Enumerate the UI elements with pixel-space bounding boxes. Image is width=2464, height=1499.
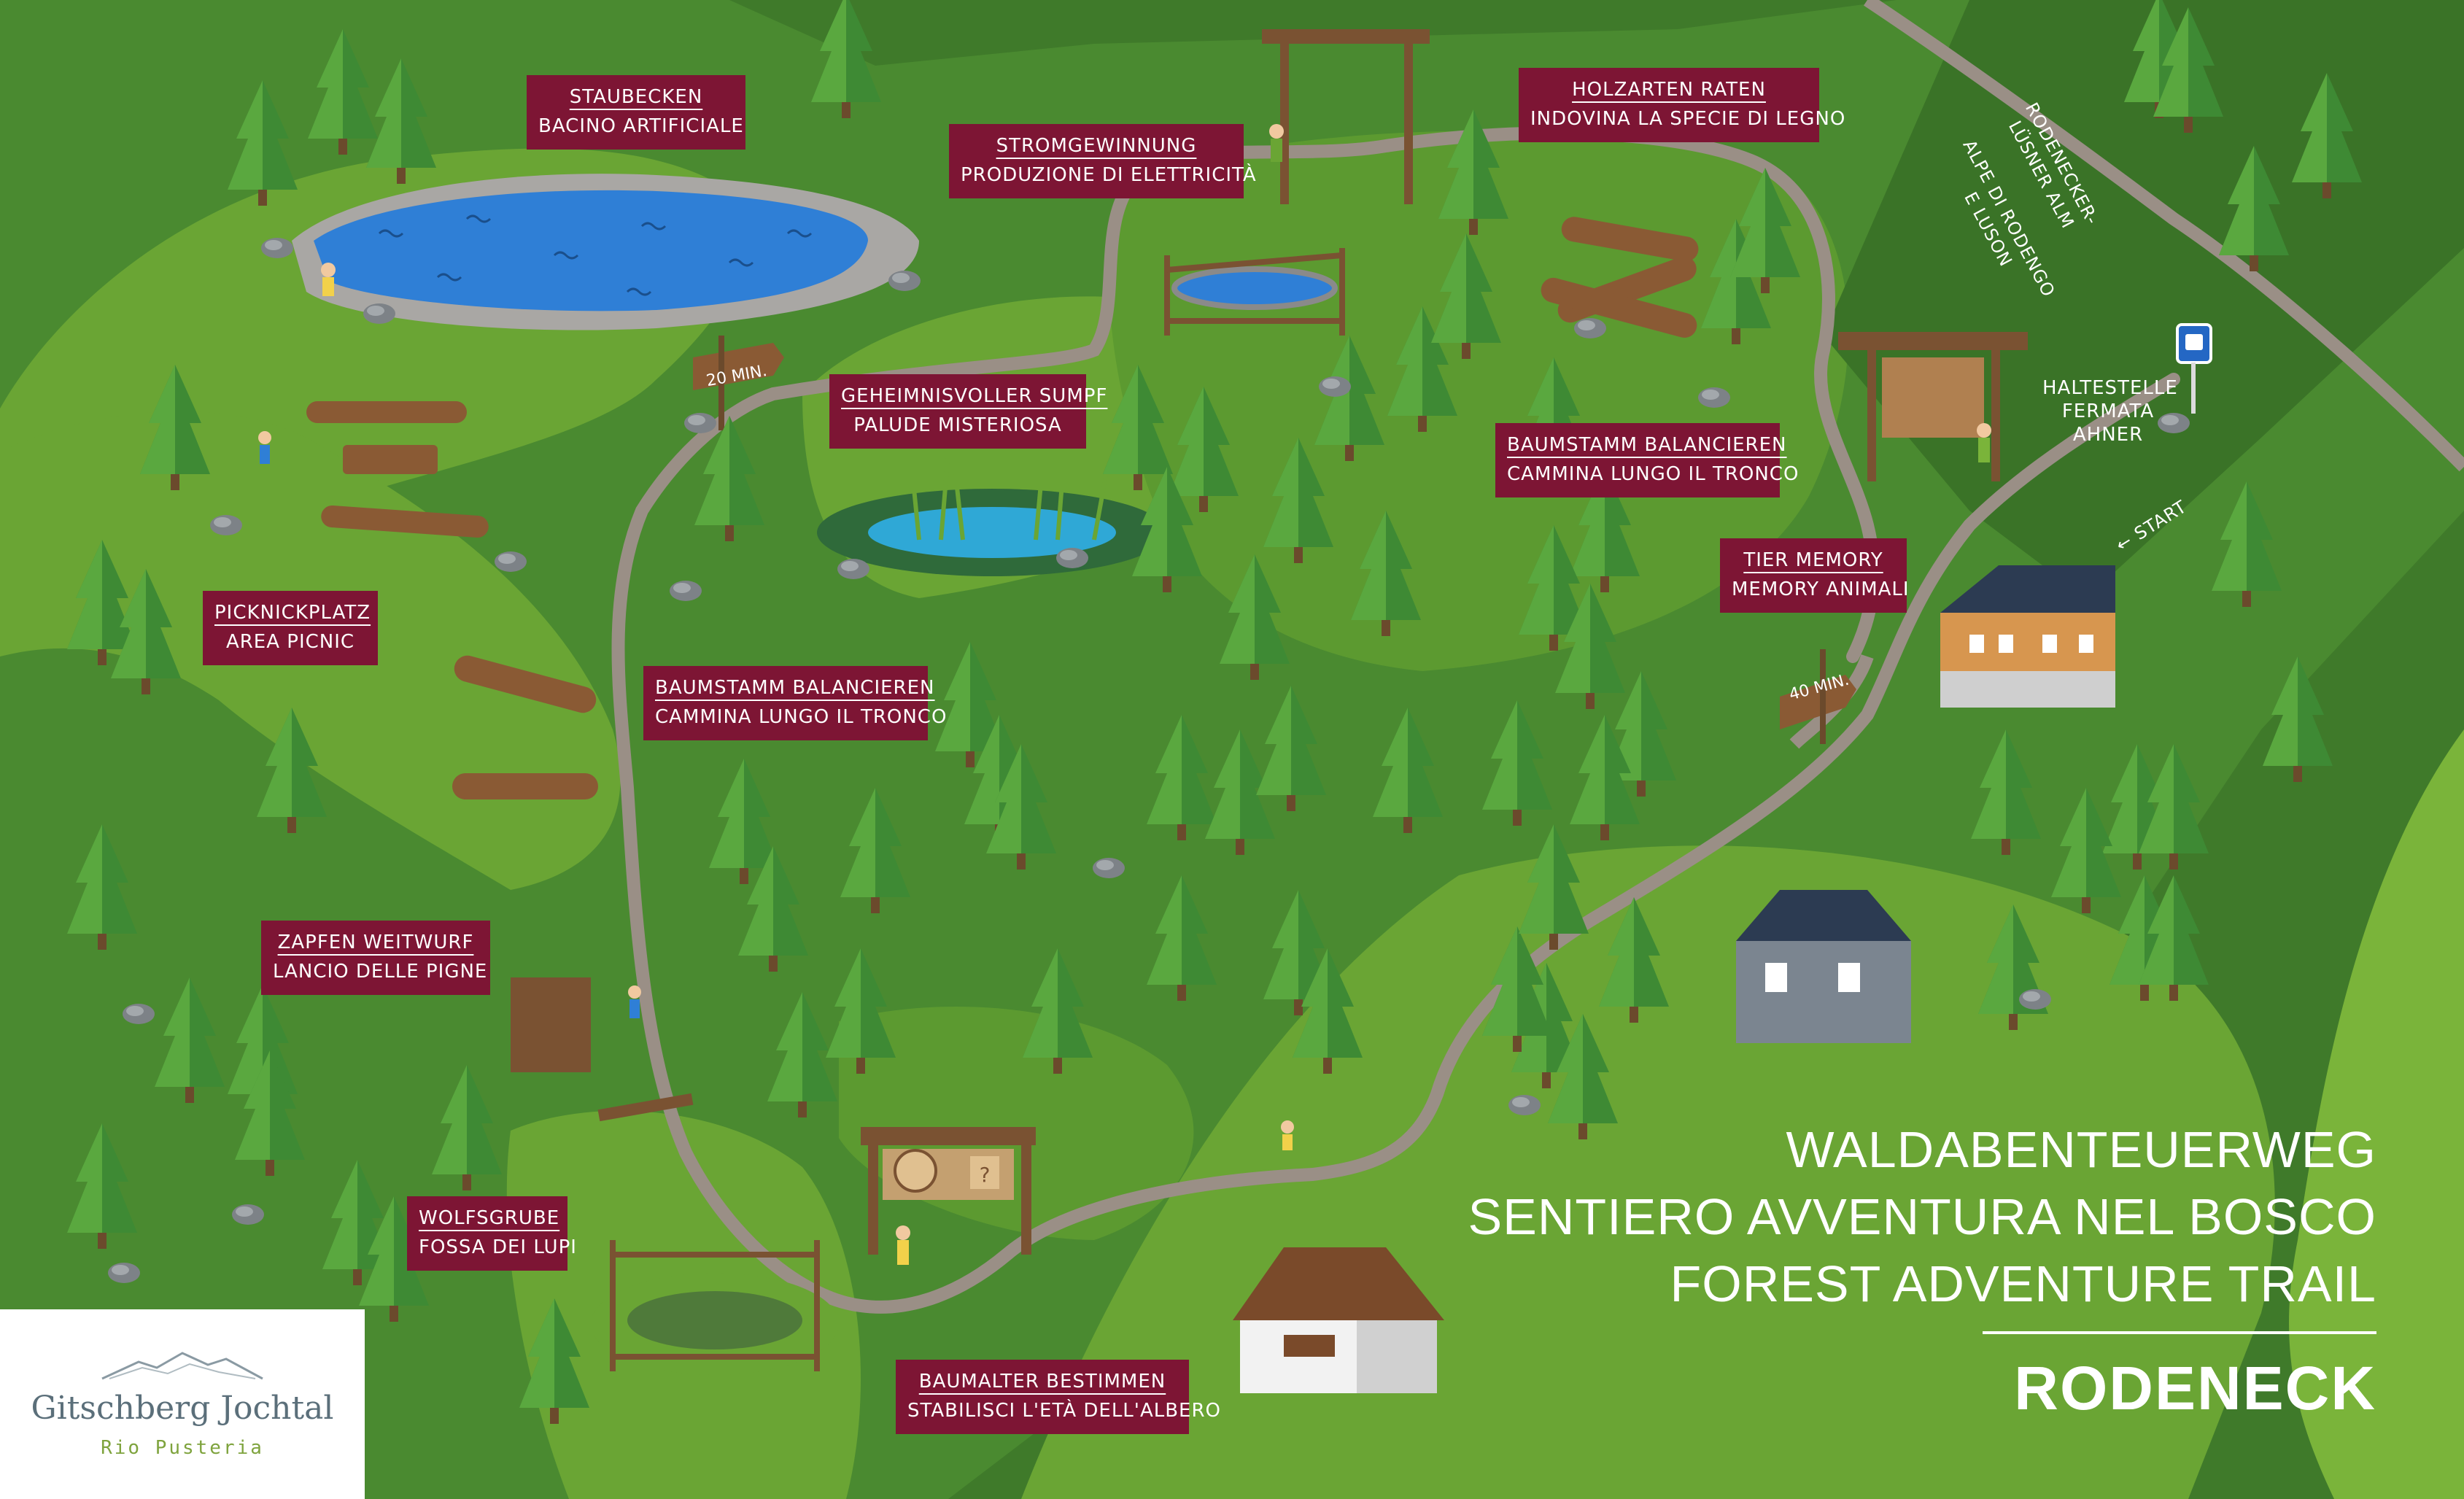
station-label-cone-throw: ZAPFEN WEITWURF LANCIO DELLE PIGNE: [261, 921, 490, 995]
title-line-de: WALDABENTEUERWEG: [1786, 1121, 2376, 1178]
bus-stop-line3: AHNER: [2072, 424, 2144, 446]
station-label-electricity-it: PRODUZIONE DI ELETTRICITÀ: [961, 164, 1257, 186]
mountain-logo-icon: [101, 1352, 263, 1380]
bus-stop-line2: FERMATA: [2061, 400, 2155, 422]
station-label-tree-age-it: STABILISCI L'ETÀ DELL'ALBERO: [907, 1400, 1222, 1422]
title-place: RODENECK: [2014, 1354, 2376, 1422]
station-label-log-balance-east-it: CAMMINA LUNGO IL TRONCO: [1507, 463, 1799, 485]
station-label-log-balance-west-de: BAUMSTAMM BALANCIEREN: [655, 677, 935, 699]
bus-stop-line1: HALTESTELLE: [2042, 377, 2178, 399]
station-label-animal-memory-it: MEMORY ANIMALI: [1732, 578, 1910, 600]
station-label-wood-species-it: INDOVINA LA SPECIE DI LEGNO: [1530, 108, 1846, 130]
title-block: WALDABENTEUERWEG SENTIERO AVVENTURA NEL …: [1468, 1116, 2376, 1317]
station-label-picnic-it: AREA PICNIC: [225, 631, 355, 653]
station-label-wolf-pit: WOLFSGRUBE FOSSA DEI LUPI: [407, 1196, 577, 1271]
station-label-reservoir-it: BACINO ARTIFICIALE: [538, 115, 744, 137]
station-label-animal-memory: TIER MEMORY MEMORY ANIMALI: [1720, 538, 1910, 613]
station-label-electricity: STROMGEWINNUNG PRODUZIONE DI ELETTRICITÀ: [949, 124, 1257, 198]
station-label-animal-memory-de: TIER MEMORY: [1743, 549, 1883, 571]
station-label-reservoir: STAUBECKEN BACINO ARTIFICIALE: [527, 75, 745, 150]
station-label-picnic-de: PICKNICKPLATZ: [214, 602, 371, 624]
station-label-wood-species-de: HOLZARTEN RATEN: [1572, 79, 1766, 101]
bus-stop-label: HALTESTELLE FERMATA AHNER: [2042, 376, 2178, 446]
title-line-en: FOREST ADVENTURE TRAIL: [1670, 1255, 2376, 1312]
station-label-cone-throw-de: ZAPFEN WEITWURF: [277, 931, 474, 953]
station-label-log-balance-west-it: CAMMINA LUNGO IL TRONCO: [655, 706, 948, 728]
station-label-log-balance-east-de: BAUMSTAMM BALANCIEREN: [1507, 434, 1787, 456]
station-label-swamp-it: PALUDE MISTERIOSA: [853, 414, 1062, 436]
station-label-picnic: PICKNICKPLATZ AREA PICNIC: [203, 591, 378, 665]
station-label-log-balance-east: BAUMSTAMM BALANCIEREN CAMMINA LUNGO IL T…: [1495, 423, 1799, 497]
station-label-wolf-pit-de: WOLFSGRUBE: [419, 1207, 560, 1229]
station-label-tree-age-de: BAUMALTER BESTIMMEN: [918, 1371, 1166, 1393]
station-label-cone-throw-it: LANCIO DELLE PIGNE: [273, 961, 488, 983]
title-divider: [1983, 1331, 2376, 1334]
brand-name: Gitschberg Jochtal: [31, 1390, 334, 1427]
station-label-log-balance-west: BAUMSTAMM BALANCIEREN CAMMINA LUNGO IL T…: [643, 666, 948, 740]
brand-logo: Gitschberg Jochtal Rio Pusteria: [0, 1309, 365, 1499]
station-label-wood-species: HOLZARTEN RATEN INDOVINA LA SPECIE DI LE…: [1519, 68, 1846, 142]
title-line-it: SENTIERO AVVENTURA NEL BOSCO: [1468, 1188, 2376, 1245]
station-label-reservoir-de: STAUBECKEN: [569, 86, 703, 108]
station-label-electricity-de: STROMGEWINNUNG: [996, 135, 1197, 157]
station-label-swamp: GEHEIMNISVOLLER SUMPF PALUDE MISTERIOSA: [829, 374, 1108, 449]
station-label-swamp-de: GEHEIMNISVOLLER SUMPF: [841, 385, 1108, 407]
station-label-tree-age: BAUMALTER BESTIMMEN STABILISCI L'ETÀ DEL…: [896, 1360, 1222, 1434]
station-label-wolf-pit-it: FOSSA DEI LUPI: [419, 1236, 577, 1258]
svg-text:?: ?: [980, 1163, 991, 1187]
brand-subtitle: Rio Pusteria: [101, 1437, 264, 1459]
